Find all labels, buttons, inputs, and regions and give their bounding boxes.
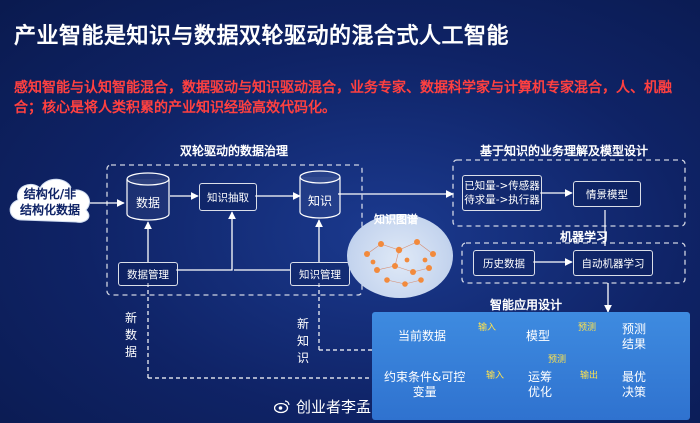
cloud-label: 结构化/非 结构化数据 (19, 187, 80, 217)
page-title: 产业智能是知识与数据双轮驱动的混合式人工智能 (14, 24, 510, 49)
ml-label: 机器学习 (560, 230, 609, 244)
knowledge-extract-box: 知识抽取 (199, 183, 257, 211)
governance-panel (106, 164, 363, 296)
best-decision-label: 最优 决策 (622, 370, 647, 399)
output-label: 输出 (580, 371, 599, 381)
constraints-label: 约束条件&可控 变量 (384, 370, 466, 399)
watermark-text: 创业者李孟 (296, 398, 372, 416)
predict-label-2: 预测 (548, 355, 567, 365)
weibo-icon (274, 400, 290, 414)
data-db-label: 数据 (135, 196, 160, 210)
knowledge-graph-network-icon (364, 239, 436, 287)
input-label-1: 输入 (478, 323, 497, 333)
knowledge-management-box: 知识管理 (290, 262, 350, 286)
app-design-panel (372, 312, 690, 420)
knowledge-database-icon (299, 170, 341, 219)
predict-result-label: 预测 结果 (622, 322, 647, 351)
knowledge-db-label: 知识 (307, 194, 332, 208)
known-unknown-box: 已知量->传感器 待求量->执行器 (462, 175, 542, 211)
predict-label-1: 预测 (578, 323, 597, 333)
app-design-label: 智能应用设计 (490, 298, 563, 312)
data-database-icon (126, 172, 170, 221)
model-label: 模型 (526, 329, 551, 343)
automl-box: 自动机器学习 (573, 250, 653, 276)
scene-model-box: 情景模型 (573, 181, 641, 207)
subtitle: 感知智能与认知智能混合，数据驱动与知识驱动混合，业务专家、数据科学家与计算机专家… (14, 80, 672, 116)
new-knowledge-label: 新 知 识 (296, 317, 309, 365)
input-label-2: 输入 (486, 371, 505, 381)
knowledge-graph-bubble (347, 214, 453, 298)
cloud-icon (9, 178, 90, 223)
data-management-box: 数据管理 (118, 262, 178, 286)
optimization-label: 运筹 优化 (528, 370, 553, 399)
business-label: 基于知识的业务理解及模型设计 (480, 144, 649, 158)
history-data-box: 历史数据 (473, 250, 535, 276)
knowledge-graph-label: 知识图谱 (374, 213, 418, 226)
ml-panel (461, 242, 686, 284)
governance-label: 双轮驱动的数据治理 (180, 144, 289, 158)
new-data-label: 新 数 据 (124, 311, 137, 359)
current-data-label: 当前数据 (398, 329, 447, 343)
